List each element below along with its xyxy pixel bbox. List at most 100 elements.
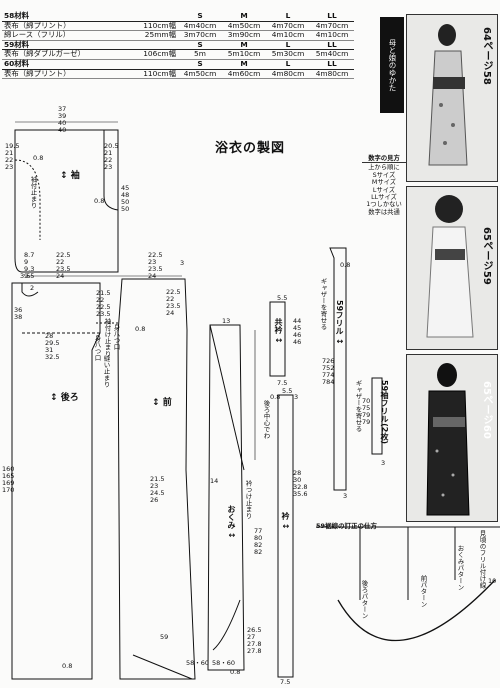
hem-guide-outline (316, 526, 500, 600)
material-label: 表布（綿ダブルガーゼ） (2, 50, 122, 60)
materials-section-header: 58材料 (2, 11, 122, 22)
material-label: 表布（綿プリント） (2, 21, 122, 32)
okumi-top-dim: 13 (222, 317, 231, 325)
model-photo-58: 64ページ58 (406, 14, 498, 182)
collar-top-dim: 5.5 (282, 387, 293, 395)
page-title: 浴衣の製図 (215, 141, 286, 156)
materials-section-header: 60材料 (2, 59, 122, 70)
material-amount: 3m90cm (222, 31, 266, 41)
back-note-e: 身八つ口 (93, 335, 101, 361)
material-label: 綿レース（フリル） (2, 31, 122, 41)
okumi-note-c: 0.8 (230, 668, 241, 676)
material-width: 110cm幅 (122, 21, 178, 32)
size-header: L (266, 40, 310, 51)
sleeve-note-d: 袖付止まり (29, 176, 37, 209)
front-note-c: 身八つ口 (112, 324, 120, 350)
hem-guide-title: 59裾線の訂正の仕方 (316, 522, 378, 530)
okumi-width-dim: 14 (210, 477, 219, 485)
page-ref-60: 65ページ60 (481, 381, 492, 439)
size-header: LL (310, 59, 354, 70)
back-note-b: 2 (30, 284, 35, 292)
material-amount: 5m10cm (222, 50, 266, 60)
photo-figure-59 (426, 195, 474, 338)
collar-sub-top-dim: 5.5 (277, 294, 288, 302)
materials-width-header (122, 12, 178, 22)
material-amount: 4m50cm (178, 69, 222, 80)
frill59b-outline (371, 377, 383, 455)
collar-outline (277, 394, 294, 678)
material-amount: 4m60cm (222, 69, 266, 80)
front-panel-outline (117, 278, 196, 680)
frill59-note-a: ギャザーを寄せる (319, 278, 327, 330)
material-amount: 4m80cm (266, 69, 310, 80)
material-amount: 4m50cm (222, 21, 266, 32)
material-amount: 5m (178, 50, 222, 60)
size-header: S (178, 11, 222, 22)
material-label: 表布（綿プリント） (2, 69, 122, 80)
front-label: ↕ 前 (152, 398, 172, 408)
material-amount: 4m70cm (310, 21, 354, 32)
material-width: 106cm幅 (122, 50, 178, 60)
material-width: 110cm幅 (122, 69, 178, 80)
material-amount: 5m40cm (310, 50, 354, 60)
collar-note-c: 3 (294, 393, 299, 401)
sleeve-note-b: 0.8 (94, 197, 105, 205)
size-header: LL (310, 40, 354, 51)
frill59-note-c: 3 (343, 492, 348, 500)
collar-bottom-dim: 7.5 (280, 678, 291, 686)
sleeve-note-a: 0.8 (33, 154, 44, 162)
collar-sub-label: 共衿 ↕ (274, 318, 283, 344)
frill59b-note-a: ギャザーを寄せる (354, 380, 362, 432)
front-note-b: 0.8 (135, 325, 146, 333)
collar-sub-outline (269, 301, 286, 377)
sleeve-note-c: 3.5 (20, 272, 31, 280)
hem-guide-front: 前パターン (419, 575, 427, 608)
front-note-a: 3 (180, 259, 185, 267)
material-amount: 4m70cm (266, 21, 310, 32)
okumi-label: おくみ ↕ (227, 505, 236, 539)
material-amount: 4m40cm (178, 21, 222, 32)
okumi-note-b2: 58・60 (212, 659, 236, 667)
materials-section-header: 59材料 (2, 40, 122, 51)
okumi-note-d: 衿つけ止まり (244, 480, 252, 519)
photo-figure-60 (426, 363, 470, 516)
page-ref-58: 64ページ58 (481, 27, 492, 85)
back-panel-outline (11, 282, 101, 680)
material-amount: 5m30cm (266, 50, 310, 60)
model-photo-60: 65ページ60 (406, 354, 498, 522)
materials-width-header (122, 59, 178, 70)
hem-guide-frill-line: 見頃のフリル付け線 (478, 530, 486, 589)
hem-guide-okumi: おくみパターン (456, 545, 464, 591)
frill59-note-b: 0.8 (340, 261, 351, 269)
sidebar-badge: 母と娘のゆかた (380, 17, 404, 113)
back-note-c: 縫い止まり (102, 355, 110, 388)
collar-note-b: 0.8 (270, 393, 281, 401)
size-header: L (266, 11, 310, 22)
photo-figure-58 (428, 24, 468, 166)
okumi-outline (207, 324, 245, 671)
materials-width-header (122, 40, 178, 51)
collar-label: 衿 ↕ (281, 512, 290, 530)
hem-guide-dim: 10 (488, 577, 497, 585)
okumi-note-a: 59 (160, 633, 169, 641)
